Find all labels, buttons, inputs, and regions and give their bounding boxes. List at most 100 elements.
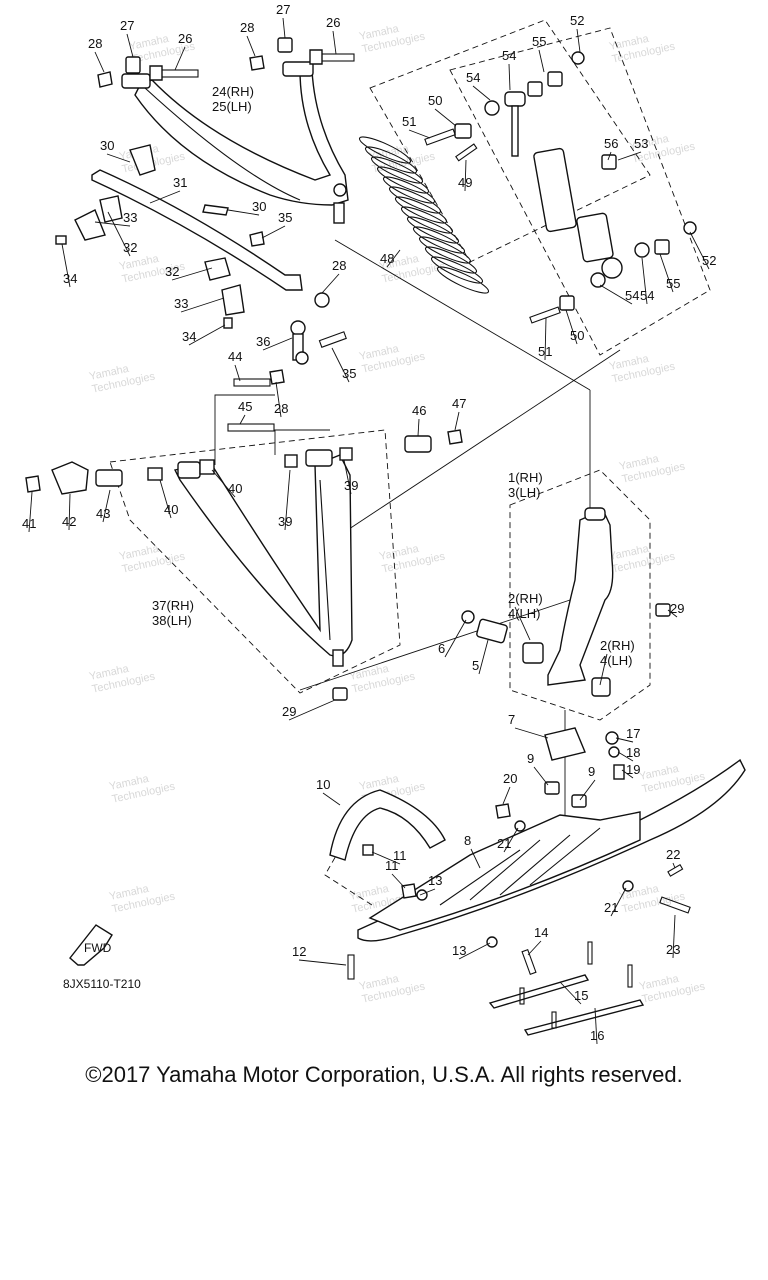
callout-label: 24(RH): [212, 84, 254, 99]
callout-label: 11: [393, 848, 407, 863]
connection-lines: [214, 239, 621, 840]
callout-leader-line: [607, 151, 612, 161]
callout-label: 23: [666, 942, 680, 957]
spring-coil: [364, 146, 418, 174]
callout-label: 54: [640, 288, 654, 303]
callout-leader-line: [107, 211, 131, 257]
callout-label: 31: [173, 175, 187, 190]
callout-leader-line: [180, 297, 225, 313]
callout-label: 41: [22, 516, 36, 531]
callout-label: 19: [626, 762, 640, 777]
callout-label: 6: [438, 641, 445, 656]
callout-leader-line: [417, 418, 420, 437]
spring-coil: [370, 156, 424, 184]
callout-leader-line: [284, 469, 291, 531]
callout-leader-line: [94, 221, 131, 227]
callout-leader-line: [343, 459, 352, 495]
callout-leader-line: [386, 249, 401, 268]
callout-leader-line: [444, 619, 467, 658]
callout-label: 53: [634, 136, 648, 151]
fwd-arrow-icon: FWD: [69, 924, 113, 966]
callout-label: 34: [182, 329, 196, 344]
callout-label: 28: [88, 36, 102, 51]
callout-leader-line: [28, 491, 33, 533]
callout-label: 27: [120, 18, 134, 33]
callout-label: 25(LH): [212, 99, 252, 114]
callout-label: 9: [527, 751, 534, 766]
callout-leader-line: [434, 108, 457, 127]
callout-leader-line: [544, 317, 547, 361]
callout-leader-line: [559, 981, 582, 1005]
callout-leader-line: [288, 699, 336, 721]
callout-label: 55: [666, 276, 680, 291]
lower-arm-group-box: [109, 429, 401, 694]
callout-leader-line: [458, 942, 491, 960]
callout-label: 54: [625, 288, 639, 303]
callout-leader-line: [667, 609, 678, 618]
callout-label: 21: [604, 900, 618, 915]
callout-leader-line: [615, 737, 634, 743]
spring-group-box: [369, 19, 651, 263]
callout-leader-line: [599, 284, 633, 305]
callout-leader-line: [298, 959, 347, 966]
wear-bars: [488, 941, 645, 1036]
callout-leader-line: [61, 243, 71, 288]
callout-leader-line: [533, 766, 549, 786]
callout-leader-line: [576, 28, 581, 53]
callout-label: 26: [178, 31, 192, 46]
callout-leader-line: [106, 153, 131, 163]
diagram-code: 8JX5110-T210: [63, 977, 141, 991]
spring-coil: [358, 136, 412, 164]
callout-label: 29: [670, 601, 684, 616]
callout-leader-line: [527, 940, 542, 956]
callout-label: 36: [256, 334, 270, 349]
callout-leader-line: [478, 639, 489, 675]
spring-coil: [436, 266, 490, 294]
callout-leader-line: [454, 411, 460, 431]
upper-a-arm: [121, 61, 349, 224]
callout-label: 26: [326, 15, 340, 30]
callout-leader-line: [508, 63, 511, 91]
callout-leader-line: [391, 873, 406, 889]
callout-leader-line: [322, 792, 341, 806]
spindle-group-box: [509, 469, 651, 721]
spring-coil: [418, 236, 472, 264]
callout-label: 27: [276, 2, 290, 17]
callout-label: 42: [62, 514, 76, 529]
callout-label: 3(LH): [508, 485, 541, 500]
callout-label: 54: [466, 70, 480, 85]
callout-leader-line: [672, 862, 676, 869]
spring-coil: [400, 206, 454, 234]
callout-leader-line: [332, 30, 337, 55]
callout-leader-line: [621, 769, 634, 779]
callout-leader-line: [188, 324, 226, 346]
callout-leader-line: [464, 159, 467, 192]
callout-leader-line: [171, 267, 213, 281]
callout-leader-line: [371, 851, 401, 865]
copyright-notice: ©2017 Yamaha Motor Corporation, U.S.A. A…: [85, 1062, 683, 1087]
stabilizer-link: [233, 320, 347, 387]
callout-label: 16: [590, 1028, 604, 1043]
callout-labels: 1(RH)3(LH)2(RH)4(LH)2(RH)4(LH)5678991011…: [22, 2, 716, 1045]
callout-label: 45: [238, 399, 252, 414]
callout-leader-line: [408, 129, 431, 139]
callout-leader-line: [503, 827, 519, 853]
callout-leader-line: [159, 479, 172, 519]
shock-group-box: [449, 27, 711, 356]
callout-label: 10: [316, 777, 330, 792]
callout-leader-line: [538, 49, 545, 73]
callout-leader-line: [502, 786, 511, 805]
callout-leader-line: [672, 914, 676, 959]
callout-label: 28: [332, 258, 346, 273]
spring-coil: [412, 226, 466, 254]
callout-leader-line: [617, 151, 642, 161]
callout-label: 34: [63, 271, 77, 286]
callout-label: 37(RH): [152, 598, 194, 613]
ski-assembly: [347, 727, 746, 980]
callout-label: 5: [472, 658, 479, 673]
upper-arm-hardware: [97, 37, 355, 88]
spring-coil: [376, 166, 430, 194]
callout-label: 46: [412, 403, 426, 418]
callout-label: 4(LH): [508, 606, 541, 621]
